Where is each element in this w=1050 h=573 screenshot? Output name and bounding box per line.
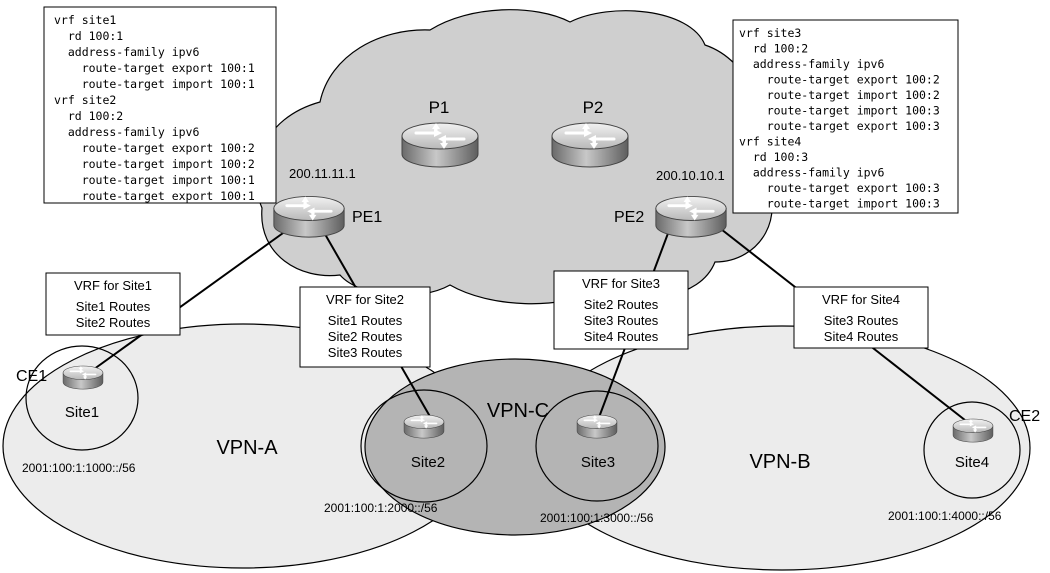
vrf-table-title: VRF for Site3 [582, 276, 660, 291]
link-pe1-ce1 [89, 227, 291, 373]
vrf-table-route: Site2 Routes [328, 329, 403, 344]
vrf-table-route: Site3 Routes [328, 345, 403, 360]
vrf-table-title: VRF for Site1 [74, 278, 152, 293]
pe1-label: PE1 [352, 209, 382, 226]
config-line: vrf site3 [739, 26, 801, 40]
config-line: route-target import 100:2 [54, 157, 255, 171]
config-line: address-family ipv6 [54, 125, 199, 139]
provider-cloud [255, 9, 773, 305]
site3-circle [535, 390, 659, 502]
vpn-b-label: VPN-B [749, 451, 810, 473]
p2-router-icon [550, 121, 630, 169]
site1-prefix: 2001:100:1:1000::/56 [22, 461, 136, 475]
site1-label: Site1 [65, 404, 99, 421]
site3-router-icon [576, 414, 618, 439]
site4-prefix: 2001:100:1:4000::/56 [888, 509, 1002, 523]
pe2-router-icon [654, 195, 728, 239]
config-text-right: vrf site3 rd 100:2 address-family ipv6 r… [739, 26, 940, 211]
config-line: vrf site4 [739, 135, 801, 149]
site1-circle [25, 345, 139, 451]
pe2-label: PE2 [614, 209, 644, 226]
config-box-right [732, 19, 959, 214]
vrf-table-route: Site4 Routes [584, 329, 659, 344]
ce2-label: CE2 [1009, 408, 1040, 425]
config-text-left: vrf site1 rd 100:1 address-family ipv6 r… [54, 13, 255, 203]
config-box-left [43, 6, 277, 204]
site3-label: Site3 [581, 454, 615, 471]
p2-label: P2 [583, 98, 604, 117]
vrf-table-route: Site2 Routes [76, 315, 151, 330]
vrf-table-site3: VRF for Site3 Site2 Routes Site3 Routes … [553, 270, 689, 350]
vpn-c-label: VPN-C [487, 400, 549, 422]
site2-prefix: 2001:100:1:2000::/56 [324, 501, 438, 515]
vrf-table-route: Site3 Routes [584, 313, 659, 328]
config-line: route-target export 100:2 [739, 73, 940, 87]
config-line: route-target import 100:3 [739, 197, 940, 211]
config-line: route-target export 100:3 [739, 181, 940, 195]
config-line: address-family ipv6 [739, 57, 884, 71]
site2-circle [360, 389, 488, 503]
vrf-table-route: Site1 Routes [328, 313, 403, 328]
p1-router-icon [400, 121, 480, 169]
config-line: address-family ipv6 [54, 45, 199, 59]
pe2-address: 200.10.10.1 [656, 168, 725, 183]
vrf-table-route: Site1 Routes [76, 299, 151, 314]
config-line: route-target export 100:3 [739, 119, 940, 133]
vrf-table-route: Site4 Routes [824, 329, 899, 344]
vrf-table-title: VRF for Site2 [326, 292, 404, 307]
site2-router-icon [403, 414, 445, 439]
vrf-table-site1: VRF for Site1 Site1 Routes Site2 Routes [45, 272, 181, 336]
config-line: route-target export 100:1 [54, 189, 255, 203]
site2-label: Site2 [411, 454, 445, 471]
config-line: route-target import 100:1 [54, 77, 255, 91]
vrf-table-site4: VRF for Site4 Site3 Routes Site4 Routes [793, 286, 929, 349]
vpn-c-ellipse [364, 358, 666, 536]
config-line: rd 100:3 [739, 150, 808, 164]
site3-prefix: 2001:100:1:3000::/56 [540, 511, 654, 525]
vrf-table-site2: VRF for Site2 Site1 Routes Site2 Routes … [299, 286, 431, 368]
config-line: route-target import 100:3 [739, 104, 940, 118]
vrf-table-route: Site3 Routes [824, 313, 899, 328]
config-line: vrf site1 [54, 13, 116, 27]
vpn-a-label: VPN-A [216, 437, 278, 459]
config-line: rd 100:2 [54, 109, 123, 123]
vrf-table-route: Site2 Routes [584, 297, 659, 312]
config-line: address-family ipv6 [739, 166, 884, 180]
config-line: route-target export 100:1 [54, 61, 255, 75]
ce2-router-icon [952, 418, 994, 443]
pe1-address: 200.11.11.1 [289, 166, 356, 181]
ce1-label: CE1 [16, 368, 47, 385]
site4-circle [923, 401, 1021, 499]
pe1-router-icon [272, 195, 346, 239]
config-line: vrf site2 [54, 93, 116, 107]
vrf-table-title: VRF for Site4 [822, 292, 900, 307]
config-line: rd 100:1 [54, 29, 123, 43]
config-line: route-target import 100:2 [739, 88, 940, 102]
config-line: route-target export 100:2 [54, 141, 255, 155]
p1-label: P1 [429, 98, 450, 117]
ce1-router-icon [62, 365, 104, 390]
config-line: rd 100:2 [739, 42, 808, 56]
site4-label: Site4 [955, 454, 989, 471]
config-line: route-target import 100:1 [54, 173, 255, 187]
